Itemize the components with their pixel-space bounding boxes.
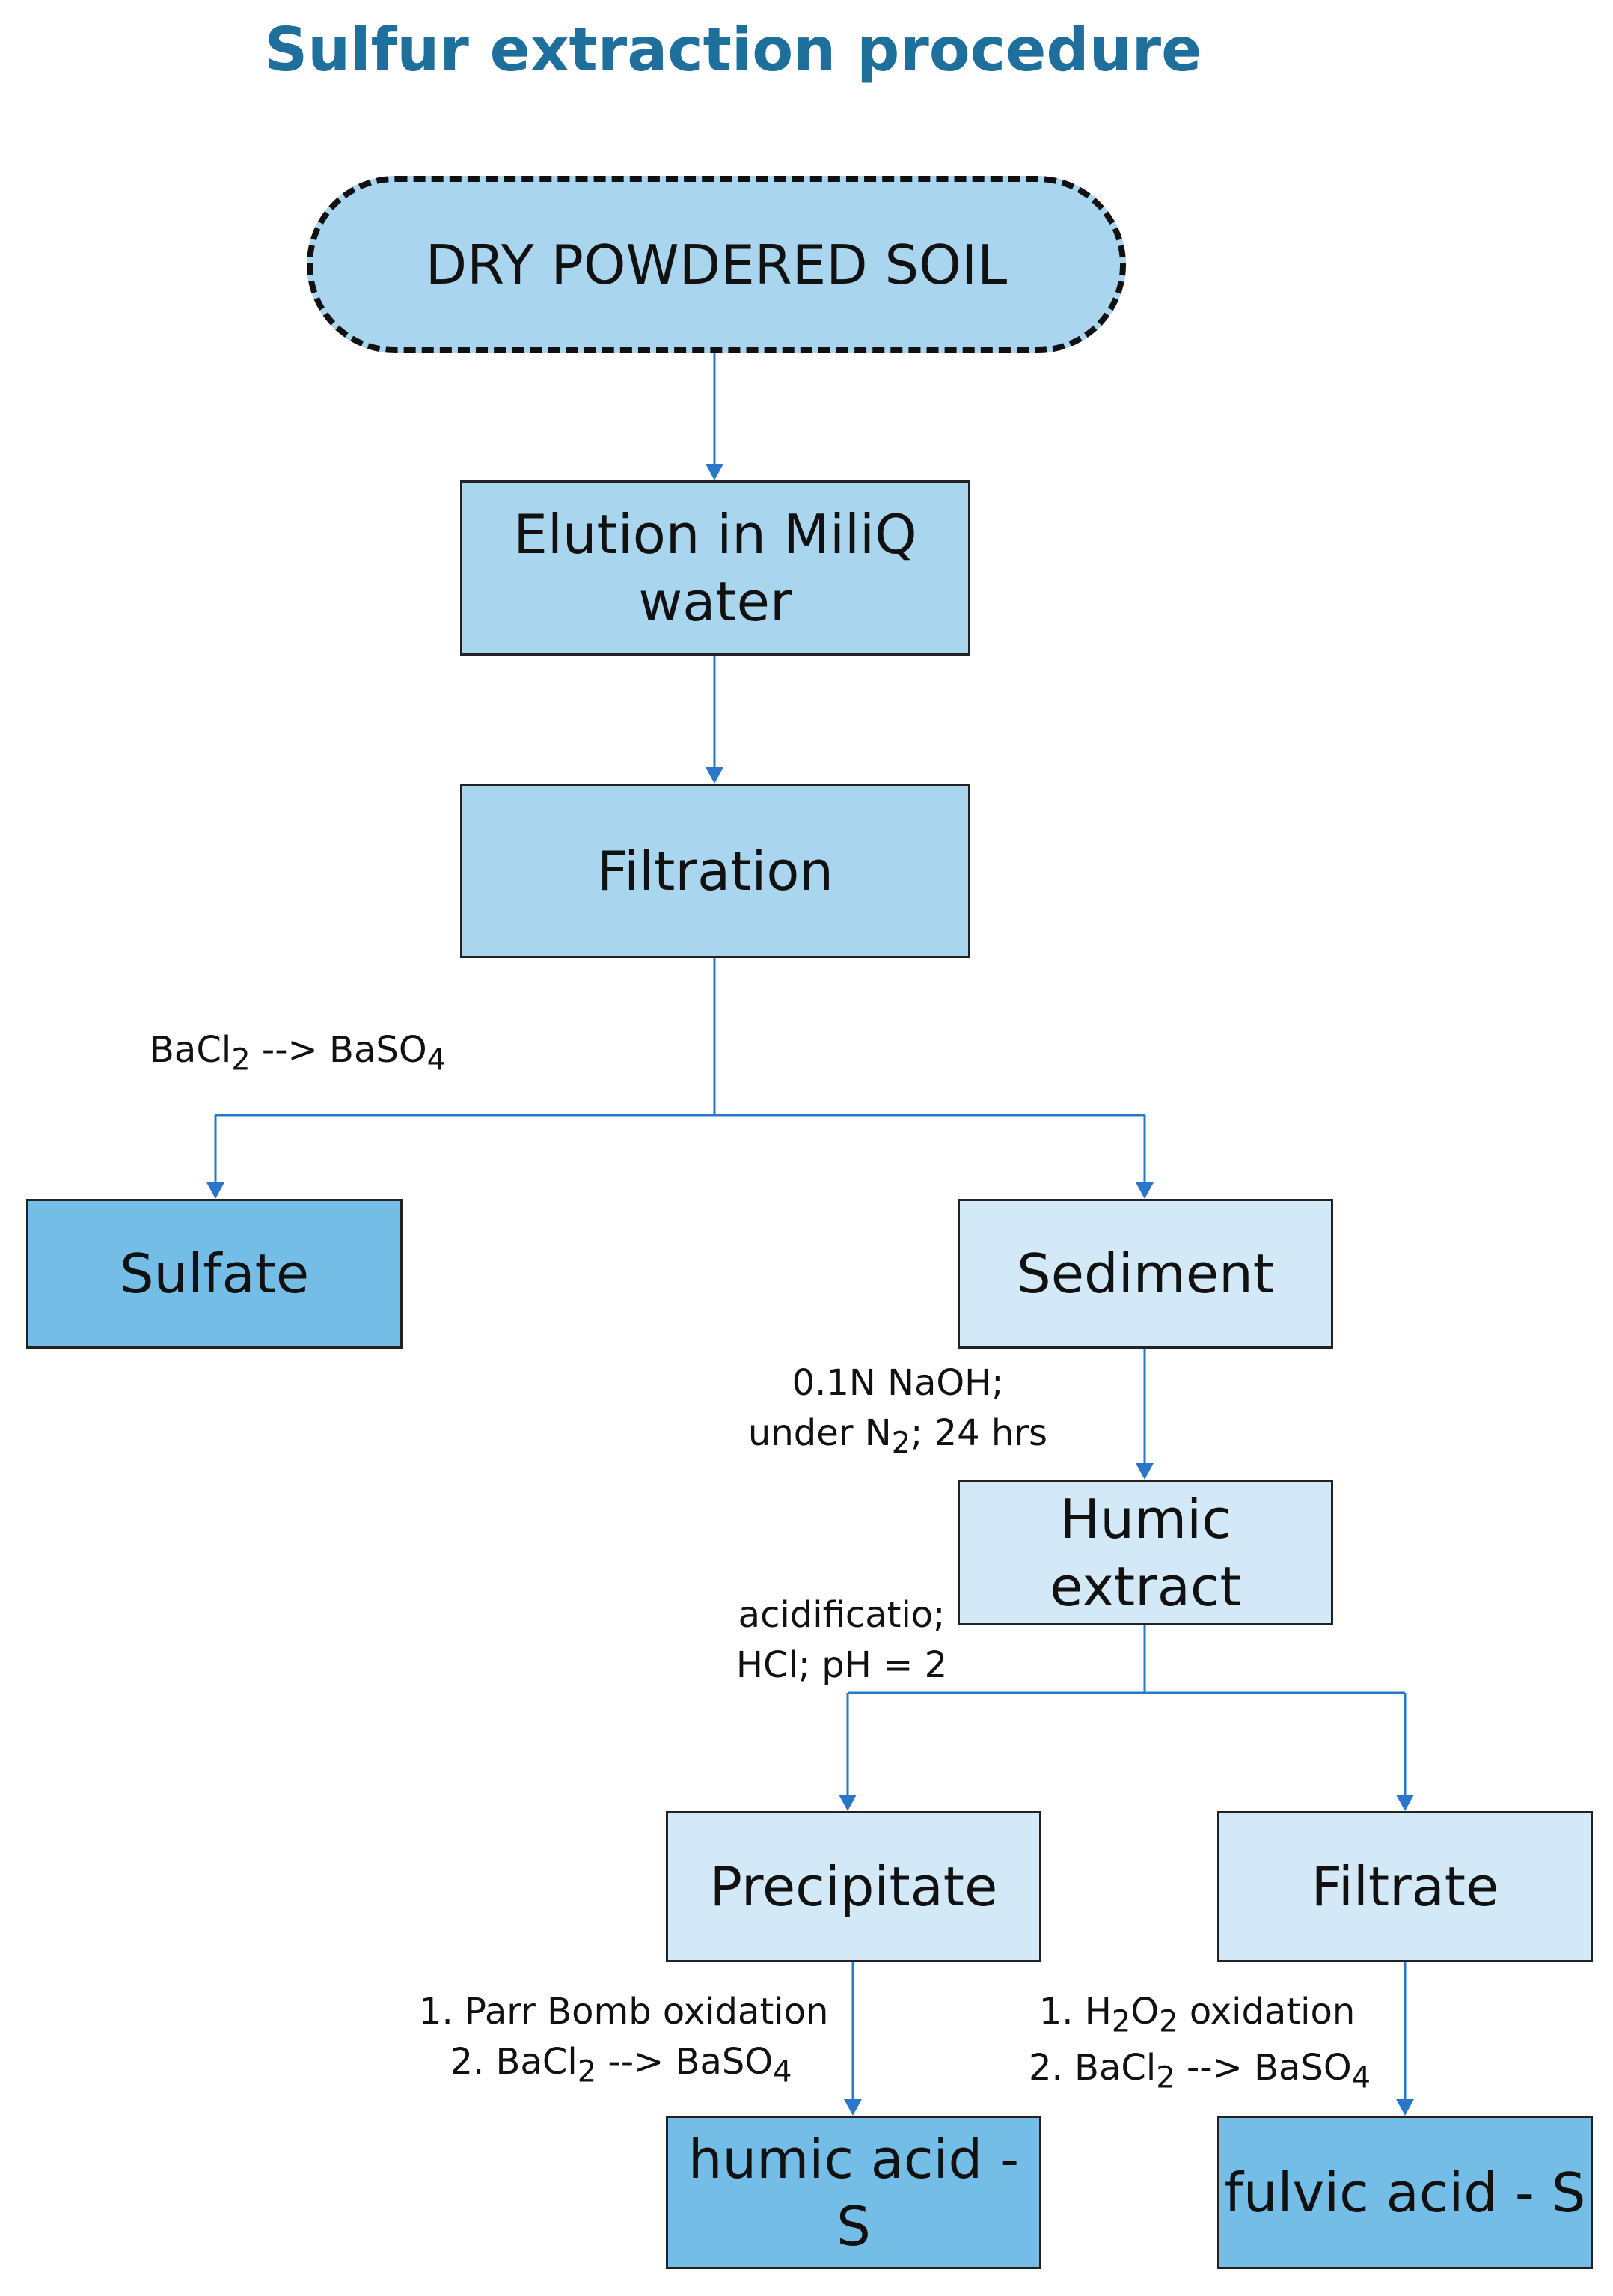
node-sulfate: Sulfate	[26, 1199, 403, 1349]
label-parr-bomb-oxidation: 1. Parr Bomb oxidation 2. BaCl2 --> BaSO…	[419, 1991, 829, 2089]
node-label: Filtrate	[1311, 1855, 1499, 1918]
node-label: Sediment	[1016, 1242, 1274, 1305]
node-label: Filtration	[596, 839, 834, 903]
node-filtration: Filtration	[460, 784, 970, 958]
diagram-title: Sulfur extraction procedure	[264, 15, 1202, 85]
node-label: DRY POWDERED SOIL	[425, 233, 1008, 296]
node-dry-powdered-soil: DRY POWDERED SOIL	[307, 176, 1126, 353]
node-humic-acid-s: humic acid - S	[666, 2116, 1041, 2269]
node-label: Sulfate	[119, 1242, 310, 1305]
node-fulvic-acid-s: fulvic acid - S	[1217, 2116, 1593, 2269]
node-filtrate: Filtrate	[1217, 1811, 1593, 1962]
label-acidification: acidificatio;HCl; pH = 2	[735, 1594, 948, 1687]
node-label: Precipitate	[709, 1855, 998, 1918]
node-label: Humic extract	[1050, 1487, 1241, 1618]
label-h2o2-oxidation: 1. H2O2 oxidation 2. BaCl2 --> BaSO4	[1029, 1991, 1371, 2095]
node-precipitate: Precipitate	[666, 1811, 1041, 1962]
node-label: humic acid - S	[688, 2127, 1020, 2258]
node-humic-extract: Humic extract	[958, 1480, 1333, 1625]
label-bacl2-baso4: BaCl2 --> BaSO4	[150, 1029, 447, 1078]
node-label: fulvic acid - S	[1224, 2161, 1586, 2224]
label-naoh-treatment: 0.1N NaOH; under N2; 24 hrs	[747, 1362, 1048, 1461]
node-sediment: Sediment	[958, 1199, 1333, 1349]
